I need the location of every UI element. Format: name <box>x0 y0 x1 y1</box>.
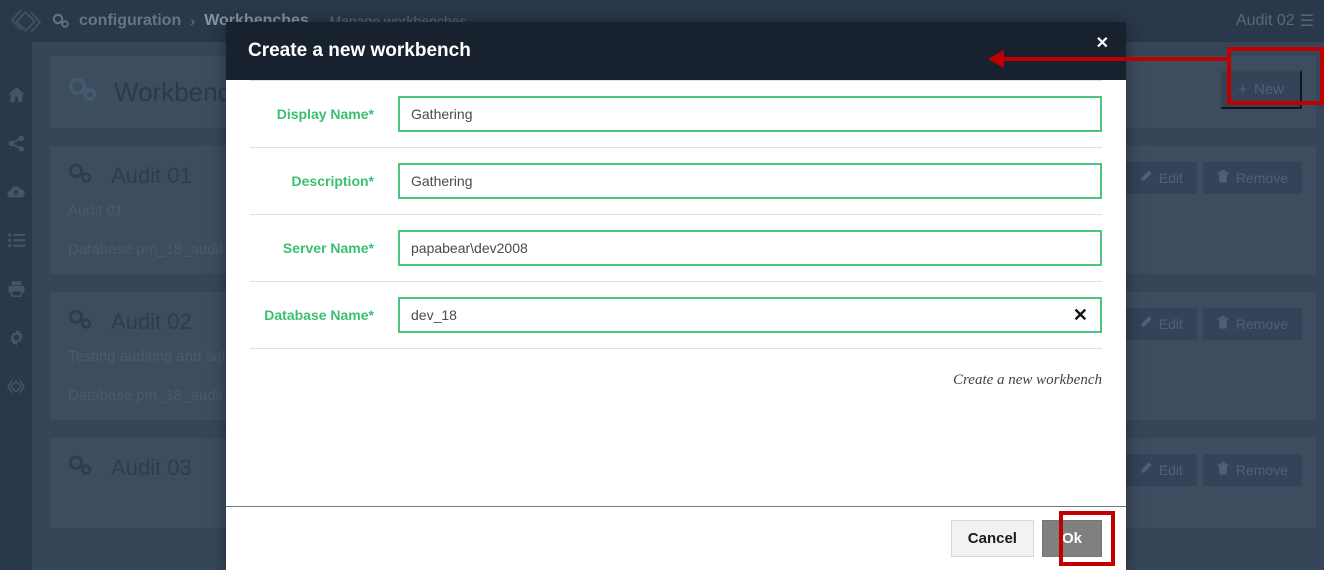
required-mark: * <box>368 307 374 323</box>
cloud-upload-icon[interactable] <box>7 184 25 201</box>
gears-icon <box>68 454 93 482</box>
card-database: Database pm_18_audit_ <box>68 387 232 404</box>
dialog-header: Create a new workbench ✕ <box>226 22 1126 80</box>
chevron-right-icon: › <box>190 12 196 30</box>
database-name-label: Database Name* <box>250 307 398 323</box>
card-title-text: Audit 03 <box>111 455 192 480</box>
display-name-label: Display Name* <box>250 106 398 122</box>
pencil-icon <box>1139 316 1152 332</box>
trash-icon <box>1217 170 1229 186</box>
dialog-title: Create a new workbench <box>248 40 471 61</box>
gear-icon[interactable] <box>8 329 25 346</box>
plus-icon: + <box>1238 81 1247 98</box>
form-row-server-name: Server Name* <box>250 214 1102 281</box>
label-text: Description <box>291 173 369 189</box>
printer-icon[interactable] <box>8 280 25 297</box>
required-mark: * <box>368 173 374 189</box>
clear-x-icon[interactable]: ✕ <box>1072 305 1088 325</box>
form-row-database-name: Database Name* ✕ <box>250 281 1102 348</box>
edit-label: Edit <box>1158 462 1183 478</box>
gears-icon <box>68 162 93 190</box>
code-icon[interactable] <box>6 378 26 395</box>
display-name-input[interactable] <box>398 96 1102 132</box>
pencil-icon <box>1139 462 1152 478</box>
share-icon[interactable] <box>7 135 25 152</box>
card-title: Audit 02 <box>68 308 1298 336</box>
user-menu[interactable]: Audit 02 ☰ <box>1236 11 1314 31</box>
description-input[interactable] <box>398 163 1102 199</box>
edit-label: Edit <box>1158 170 1183 186</box>
user-label: Audit 02 <box>1235 12 1295 29</box>
gears-icon <box>52 13 70 29</box>
required-mark: * <box>368 240 374 256</box>
edit-button[interactable]: Edit <box>1124 162 1197 194</box>
diamond-logo-icon[interactable] <box>0 0 52 42</box>
trash-icon <box>1217 462 1229 478</box>
card-actions: Edit Remove <box>1124 308 1302 340</box>
left-sidebar <box>0 42 32 570</box>
card-actions: Edit Remove <box>1124 162 1302 194</box>
remove-label: Remove <box>1235 170 1288 186</box>
database-name-input[interactable] <box>398 297 1102 333</box>
gears-icon <box>68 76 98 109</box>
create-workbench-dialog: Create a new workbench ✕ Display Name* D… <box>226 22 1126 570</box>
ok-button[interactable]: Ok <box>1041 520 1102 557</box>
dialog-hint: Create a new workbench <box>953 372 1102 388</box>
card-description: Audit 01 <box>68 202 124 219</box>
card-title-text: Audit 02 <box>111 309 192 334</box>
card-database: Database pm_18_audit_ <box>68 241 232 258</box>
gears-icon <box>68 308 93 336</box>
dialog-body: Display Name* Description* Server Name* <box>226 80 1126 506</box>
edit-label: Edit <box>1158 316 1183 332</box>
dialog-footer: Cancel Ok <box>226 506 1126 570</box>
trash-icon <box>1217 316 1229 332</box>
cancel-button[interactable]: Cancel <box>950 520 1034 557</box>
dialog-hint-row: Create a new workbench <box>250 348 1102 389</box>
server-name-input[interactable] <box>398 230 1102 266</box>
label-text: Server Name <box>282 240 369 256</box>
list-icon[interactable] <box>7 233 25 248</box>
required-mark: * <box>368 106 374 122</box>
new-button-label: New <box>1253 81 1284 98</box>
card-description: Testing auditing and sql <box>68 348 225 365</box>
hamburger-icon: ☰ <box>1299 13 1314 30</box>
remove-button[interactable]: Remove <box>1202 308 1302 340</box>
remove-button[interactable]: Remove <box>1202 162 1302 194</box>
pencil-icon <box>1139 170 1152 186</box>
label-text: Database Name <box>264 307 369 323</box>
home-icon[interactable] <box>7 86 25 103</box>
server-name-label: Server Name* <box>250 240 398 256</box>
card-title: Audit 01 <box>68 162 1298 190</box>
card-actions: Edit Remove <box>1124 454 1302 486</box>
close-icon[interactable]: ✕ <box>1095 35 1109 52</box>
description-label: Description* <box>250 173 398 189</box>
form-row-description: Description* <box>250 147 1102 214</box>
breadcrumb-root[interactable]: configuration <box>79 12 182 29</box>
remove-label: Remove <box>1235 316 1288 332</box>
remove-button[interactable]: Remove <box>1202 454 1302 486</box>
remove-label: Remove <box>1235 462 1288 478</box>
edit-button[interactable]: Edit <box>1124 308 1197 340</box>
form-row-display-name: Display Name* <box>250 80 1102 147</box>
card-title-text: Audit 01 <box>111 163 192 188</box>
edit-button[interactable]: Edit <box>1124 454 1197 486</box>
label-text: Display Name <box>276 106 369 122</box>
card-title: Audit 03 <box>68 454 1298 482</box>
